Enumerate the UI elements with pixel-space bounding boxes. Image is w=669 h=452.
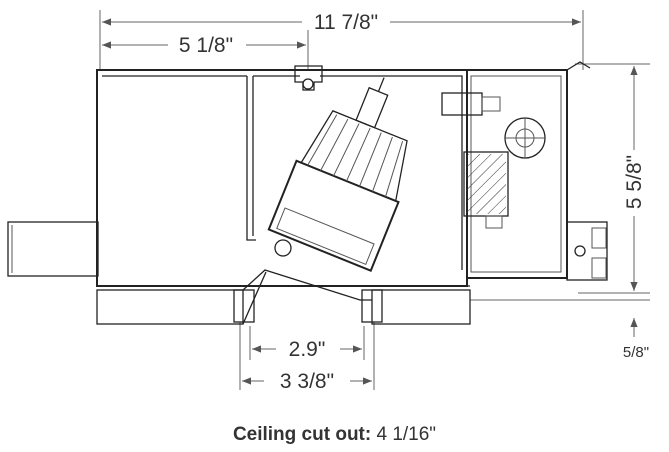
trim-height-dimension: 5/8" (470, 299, 650, 361)
ceiling-cutout-value: 4 1/16" (376, 424, 437, 445)
trim-opening-dimension: 3 3/8" (242, 370, 372, 393)
lamp-assembly (267, 77, 408, 272)
half-width-dimension: 5 1/8" (102, 30, 309, 70)
right-conduit (566, 221, 608, 281)
aperture-label: 2.9" (289, 338, 326, 361)
aperture-dimension: 2.9" (239, 322, 375, 390)
top-clip (294, 65, 323, 91)
height-label: 5 5/8" (623, 155, 646, 209)
housing-drawing (7, 61, 608, 325)
left-conduit (7, 221, 99, 277)
trim-height-label: 5/8" (623, 344, 649, 361)
half-width-label: 5 1/8" (179, 34, 233, 57)
ceiling-cutout-caption: Ceiling cut out: 4 1/16" (0, 424, 669, 446)
overall-width-label: 11 7/8" (314, 11, 378, 34)
overall-width-dimension: 11 7/8" (99, 10, 584, 70)
ceiling-cutout-label: Ceiling cut out: (232, 424, 372, 445)
height-dimension: 5 5/8" (575, 63, 650, 294)
trim-opening-label: 3 3/8" (280, 370, 334, 393)
